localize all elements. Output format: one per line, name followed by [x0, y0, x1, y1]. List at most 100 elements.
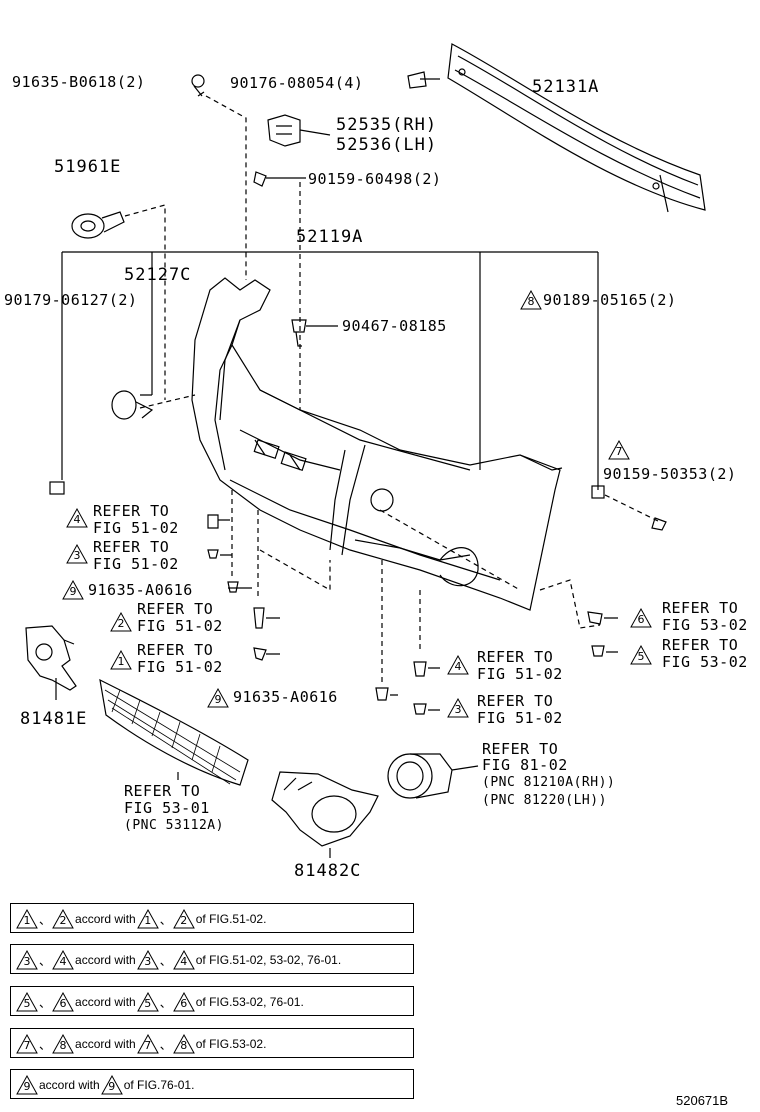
- part-91635-a0616-b: 91635-A0616: [233, 688, 338, 706]
- note3-tri-a-icon: 5: [16, 992, 38, 1012]
- note2-tri-c-icon: 3: [136, 950, 159, 970]
- ref4-number: 6: [637, 613, 645, 626]
- note3-sep2: 、: [159, 995, 172, 1010]
- fog-ref-line3: (PNC 81210A(RH)): [482, 775, 616, 790]
- note-row-2: 3 、 4 accord with 3 、 4 of FIG.51-02, 53…: [10, 944, 414, 974]
- marker-9a-number: 9: [69, 585, 77, 598]
- note4-b: 8: [59, 1039, 67, 1052]
- ref3-triangle-icon: 1: [110, 650, 132, 670]
- fog-ref-line2: FIG 81-02: [482, 756, 568, 774]
- tow-hook-drawing: [71, 204, 166, 400]
- note1-tri-c-icon: 1: [136, 909, 159, 929]
- note3-c: 5: [144, 997, 152, 1010]
- ref3-line2: FIG 51-02: [137, 658, 223, 676]
- note2-b: 4: [59, 955, 67, 968]
- ref0-triangle-icon: 4: [66, 508, 88, 528]
- label-leaders: [55, 678, 331, 858]
- marker-7-number: 7: [615, 445, 623, 458]
- note-row-1: 1 、 2 accord with 1 、 2 of FIG.51-02.: [10, 903, 414, 933]
- note4-text: accord with: [75, 1037, 136, 1051]
- marker-9b-triangle-icon: 9: [207, 688, 229, 708]
- part-52131a: 52131A: [532, 77, 600, 97]
- part-91635-a0616-a: 91635-A0616: [88, 581, 193, 599]
- leader-52119a: [61, 251, 599, 490]
- bumper-cover-drawing: [191, 277, 563, 611]
- fog-cover-81482c-drawing: [271, 771, 379, 847]
- note2-d: 4: [180, 955, 188, 968]
- note2-tri-b-icon: 4: [52, 950, 74, 970]
- ref2-line1: REFER TO: [137, 600, 214, 618]
- note3-tri-b-icon: 6: [52, 992, 74, 1012]
- note3-tri-d-icon: 6: [172, 992, 195, 1012]
- note4-tri-a-icon: 7: [16, 1034, 38, 1054]
- note1-tail: of FIG.51-02.: [195, 912, 267, 926]
- note4-sep2: 、: [159, 1037, 172, 1052]
- bracket-81481e-drawing: [25, 625, 77, 691]
- note4-sep: 、: [39, 1037, 52, 1052]
- note1-tri-a-icon: 1: [16, 909, 38, 929]
- screw-90159-b-drawing: [651, 517, 667, 531]
- note4-tri-d-icon: 8: [172, 1034, 195, 1054]
- note1-tri-b-icon: 2: [52, 909, 74, 929]
- part-90179-06127: 90179-06127(2): [4, 291, 138, 309]
- note3-sep: 、: [39, 995, 52, 1010]
- part-90159-60498: 90159-60498(2): [308, 170, 442, 188]
- fog-ref-line1: REFER TO: [482, 740, 559, 758]
- ref7-number: 3: [454, 703, 462, 716]
- part-90467-08185: 90467-08185: [342, 317, 447, 335]
- ref5-line1: REFER TO: [662, 636, 739, 654]
- note2-sep2: 、: [159, 953, 172, 968]
- ref7-triangle-icon: 3: [447, 698, 469, 718]
- note1-tri-d-icon: 2: [172, 909, 195, 929]
- ref0-line2: FIG 51-02: [93, 519, 179, 537]
- note2-tri-a-icon: 3: [16, 950, 38, 970]
- ref0-line1: REFER TO: [93, 502, 170, 520]
- marker-9a-triangle-icon: 9: [62, 580, 84, 600]
- cap-52127c-drawing: [111, 390, 154, 420]
- clip-90467-drawing: [291, 319, 338, 347]
- note4-c: 7: [144, 1039, 152, 1052]
- bolt-90176-drawing: [407, 71, 440, 89]
- ref3-line1: REFER TO: [137, 641, 214, 659]
- part-90159-50353: 90159-50353(2): [603, 465, 737, 483]
- part-81481e: 81481E: [20, 709, 88, 729]
- note4-tri-c-icon: 7: [136, 1034, 159, 1054]
- marker-7-triangle-icon: 7: [608, 440, 630, 460]
- ref5-line2: FIG 53-02: [662, 653, 748, 671]
- part-90176-08054: 90176-08054(4): [230, 74, 364, 92]
- note3-text: accord with: [75, 995, 136, 1009]
- note3-a: 5: [23, 997, 31, 1010]
- ref2-number: 2: [117, 617, 125, 630]
- part-81482c: 81482C: [294, 861, 362, 881]
- ref4-triangle-icon: 6: [630, 608, 652, 628]
- part-52536-lh: 52536(LH): [336, 135, 438, 155]
- note3-d: 6: [180, 997, 188, 1010]
- note4-d: 8: [180, 1039, 188, 1052]
- note3-tail: of FIG.53-02, 76-01.: [195, 995, 304, 1009]
- note4-tri-b-icon: 8: [52, 1034, 74, 1054]
- bumper-reinforcement-drawing: [447, 43, 706, 213]
- ref2-triangle-icon: 2: [110, 612, 132, 632]
- ref4-line2: FIG 53-02: [662, 616, 748, 634]
- note1-d: 2: [180, 914, 188, 927]
- marker-8-triangle-icon: 8: [520, 290, 542, 310]
- ref3-number: 1: [117, 655, 125, 668]
- grille-53112a-drawing: [99, 678, 249, 786]
- nut-90189-drawing: [591, 485, 605, 499]
- part-90189-05165: 90189-05165(2): [543, 291, 677, 309]
- ref7-line2: FIG 51-02: [477, 709, 563, 727]
- clip-90179-drawing: [49, 481, 65, 495]
- note4-tail: of FIG.53-02.: [195, 1037, 267, 1051]
- note1-c: 1: [144, 914, 152, 927]
- grille-ref-line2: FIG 53-01: [124, 799, 210, 817]
- note5-c: 9: [108, 1080, 116, 1093]
- grille-ref-line3: (PNC 53112A): [124, 818, 224, 833]
- grille-ref-line1: REFER TO: [124, 782, 201, 800]
- ref7-line1: REFER TO: [477, 692, 554, 710]
- part-52535-rh: 52535(RH): [336, 115, 438, 135]
- part-51961e: 51961E: [54, 157, 122, 177]
- marker-9b-number: 9: [214, 693, 222, 706]
- ref2-line2: FIG 51-02: [137, 617, 223, 635]
- note2-tri-d-icon: 4: [172, 950, 195, 970]
